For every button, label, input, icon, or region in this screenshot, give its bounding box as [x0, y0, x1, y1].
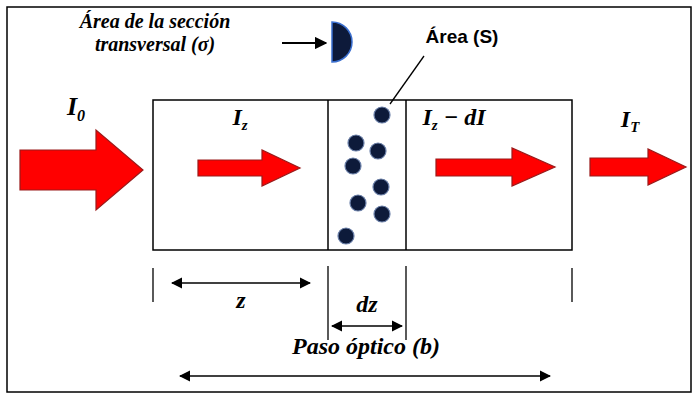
intensity-label: Iz − dI [422, 104, 485, 132]
pointer-arrow [282, 42, 326, 44]
callout-label: Área (S) [426, 26, 499, 48]
leader-line [390, 56, 424, 104]
slab-border [327, 100, 329, 250]
callout-label: Área de la sección transversal (σ) [35, 10, 275, 56]
absorbing-particles [338, 107, 390, 244]
dimension-ticks [153, 266, 572, 340]
beam-arrows [20, 130, 686, 210]
slab-border [405, 100, 407, 250]
dimension-label: Paso óptico (b) [292, 333, 440, 361]
dimension-label: z [236, 287, 245, 315]
intensity-label: IT [621, 106, 639, 134]
sample-cell [153, 100, 572, 250]
dimension-arrows [172, 283, 550, 376]
cross-section-symbol [332, 22, 352, 62]
intensity-label: I0 [67, 92, 85, 122]
frame [7, 7, 691, 392]
intensity-label: Iz [232, 104, 247, 132]
dimension-label: dz [356, 291, 377, 319]
